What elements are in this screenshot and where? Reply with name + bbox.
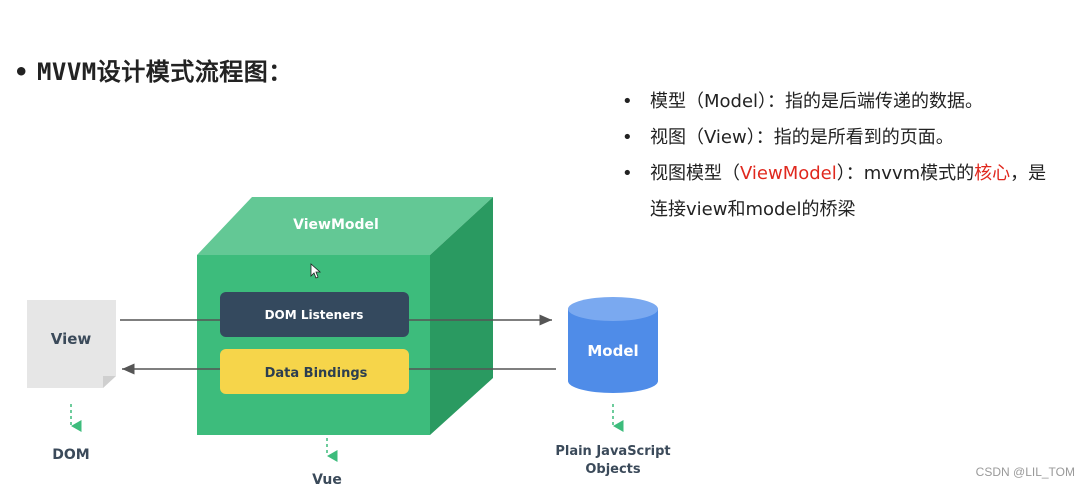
note-viewmodel: • 视图模型（ViewModel）：mvvm模式的核心，是连接view和mode…	[622, 156, 1052, 228]
data-bindings-box	[220, 349, 409, 394]
cube-top-face	[197, 197, 493, 255]
page-title: •MVVM设计模式流程图：	[14, 52, 293, 87]
note-tail: ，是连接view和model的桥梁	[650, 163, 1047, 220]
dom-label: DOM	[52, 447, 89, 463]
note-bullet: •	[622, 163, 633, 184]
viewmodel-cube: ViewModel	[197, 197, 493, 435]
objects-label-line2: Objects	[585, 462, 641, 477]
notes-list: • 模型（Model）：指的是后端传递的数据。 • 视图（View）：指的是所看…	[622, 84, 1052, 228]
note-suffix: ）：指的是后端传递的数据。	[758, 91, 984, 112]
dom-listeners-label: DOM Listeners	[265, 308, 364, 322]
note-term-highlight: ViewModel	[740, 163, 837, 184]
view-label: View	[51, 330, 92, 348]
title-text: MVVM设计模式流程图：	[36, 58, 293, 86]
view-document: View	[27, 300, 116, 388]
note-bullet: •	[622, 91, 633, 112]
note-suffix: ）：mvvm模式的	[836, 163, 975, 184]
note-core-highlight: 核心	[974, 163, 1011, 184]
note-model: • 模型（Model）：指的是后端传递的数据。	[622, 84, 1052, 120]
note-view: • 视图（View）：指的是所看到的页面。	[622, 120, 1052, 156]
note-prefix: 视图模型（	[650, 163, 740, 184]
note-bullet: •	[622, 127, 633, 148]
model-label: Model	[587, 342, 638, 360]
note-term: View	[704, 127, 747, 148]
cube-side-face	[430, 197, 493, 435]
vue-label: Vue	[312, 472, 342, 487]
note-suffix: ）：指的是所看到的页面。	[746, 127, 954, 148]
data-bindings-label: Data Bindings	[265, 366, 368, 381]
note-prefix: 视图（	[650, 127, 704, 148]
objects-label-line1: Plain JavaScript	[555, 444, 670, 459]
note-term: Model	[704, 91, 759, 112]
cube-front-face	[197, 255, 430, 435]
model-cylinder: Model	[568, 297, 658, 393]
dom-listeners-box	[220, 292, 409, 337]
watermark: CSDN @LIL_TOM	[975, 465, 1075, 479]
mouse-cursor-icon	[310, 263, 322, 279]
note-prefix: 模型（	[650, 91, 704, 112]
title-bullet: •	[14, 58, 29, 86]
viewmodel-label: ViewModel	[293, 217, 379, 233]
